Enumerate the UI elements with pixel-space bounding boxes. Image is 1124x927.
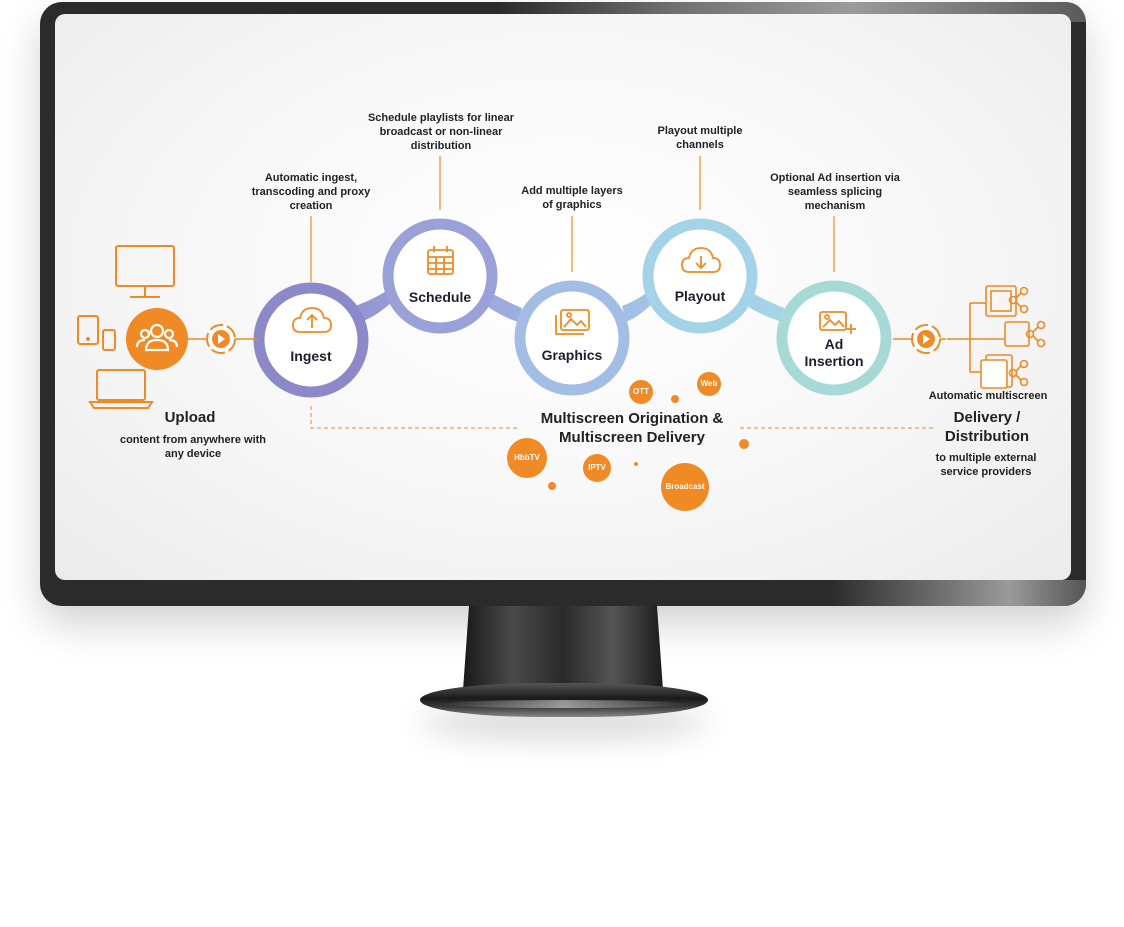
share-icon [1008,359,1029,387]
bubble-hbbtv [507,438,547,478]
bezel-highlight-bottom [830,580,1086,606]
play-icon[interactable] [206,324,236,354]
node-label-graphics[interactable]: Graphics [541,347,603,363]
laptop-icon [88,369,154,409]
multiscreen-dashed-line [310,406,935,429]
ring-schedule[interactable] [382,218,498,334]
cloud-upload-icon [292,307,332,333]
calendar-icon [427,246,454,275]
upload-title: Upload [164,409,216,426]
adinsertion-note: Optional Ad insertion via seamless splic… [770,172,900,212]
monitor-stand-neck [463,606,663,690]
node-label-playout[interactable]: Playout [674,288,726,304]
bubble-dot [671,395,679,403]
bubble-label-hbbtv: HbbTV [514,453,540,462]
device-screen-icon [985,285,1017,317]
delivery-devices [947,285,1046,389]
chain-connectors [355,290,784,322]
ring-ingest[interactable] [253,282,369,398]
delivery-subtitle: to multiple external service providers [935,452,1037,478]
bubble-dot [548,482,556,490]
upload-subtitle: content from anywhere with any device [119,434,267,460]
share-icon [1008,286,1029,314]
bubble-ott [629,380,653,404]
bubble-web [697,372,721,396]
stand-highlight [440,700,688,708]
node-label-schedule[interactable]: Schedule [408,289,472,305]
play-icon[interactable] [911,324,941,354]
ingest-note: Automatic ingest, transcoding and proxy … [251,172,371,212]
upload-devices [77,245,175,409]
playout-note: Playout multiple channels [657,125,743,151]
bubble-broadcast [661,463,709,511]
desktop-monitor-icon [115,245,175,298]
bubble-label-broadcast: Broadcast [665,482,705,491]
note-leader-lines [310,156,835,282]
delivery-top-note: Automatic multiscreen [928,390,1048,402]
multiscreen-bubbles [507,372,749,511]
device-screen-icon [980,354,1013,389]
users-group-icon [126,308,188,370]
image-layers-icon [555,309,590,335]
share-icon [1025,320,1046,348]
node-label-ingest[interactable]: Ingest [290,348,332,364]
multiscreen-title: Multiscreen Origination & Multiscreen De… [540,410,724,446]
ring-playout[interactable] [642,218,758,334]
bubble-label-iptv: IPTV [588,463,606,472]
smartphone-icon [102,329,116,351]
ring-graphics[interactable] [514,280,630,396]
graphics-note: Add multiple layers of graphics [521,185,623,211]
bubble-label-web: Web [700,379,718,388]
cloud-download-icon [681,247,721,273]
ring-adinsertion[interactable] [776,280,892,396]
delivery-title: Delivery / Distribution [944,409,1030,445]
device-screen-icon [1004,321,1030,347]
bubble-label-ott: OTT [633,387,649,396]
bubble-iptv [583,454,611,482]
bubble-dot [739,439,749,449]
image-add-icon [819,311,856,334]
bubble-dot [634,462,638,466]
tablet-icon [77,315,99,345]
node-label-adinsertion[interactable]: Ad Insertion [804,336,864,369]
schedule-note: Schedule playlists for linear broadcast … [367,112,515,152]
